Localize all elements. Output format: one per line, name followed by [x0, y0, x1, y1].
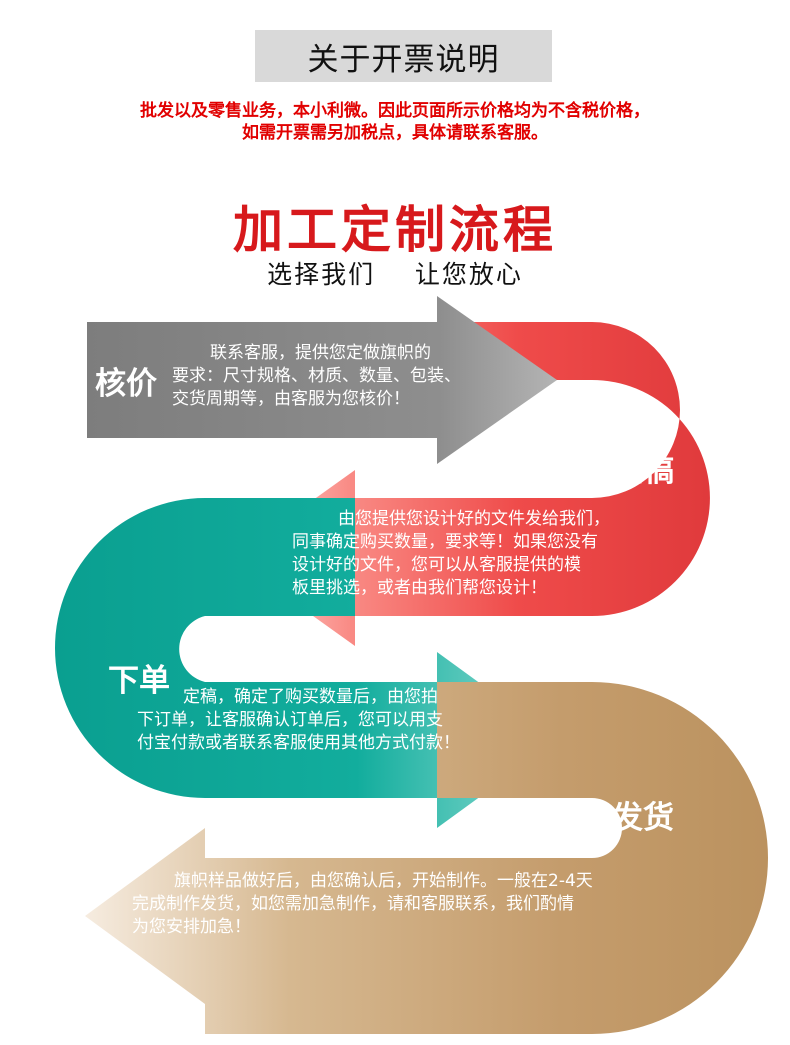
invoice-title: 关于开票说明 — [307, 41, 500, 78]
step-3-line: 下订单，让客服确认订单后，您可以用支 — [137, 710, 443, 730]
step-3-line: 定稿，确定了购买数量后，由您拍 — [183, 687, 438, 707]
step-1-arrow — [87, 296, 557, 464]
invoice-notice-line-1: 批发以及零售业务，本小利微。因此页面所示价格均为不含税价格， — [140, 101, 650, 121]
step-2-text: 由您提供您设计好的文件发给我们， 同事确定购买数量，要求等！如果您没有 设计好的… — [292, 508, 610, 600]
step-2-line: 设计好的文件，您可以从客服提供的模 — [292, 555, 581, 575]
step-4-line: 旗帜样品做好后，由您确认后，开始制作。一般在2-4天 — [174, 871, 593, 891]
step-4-line: 完成制作发货，如您需加急制作，请和客服联系，我们酌情 — [132, 894, 574, 914]
invoice-notice-line-2: 如需开票需另加税点，具体请联系客服。 — [242, 123, 548, 143]
step-1-text: 联系客服，提供您定做旗帜的 要求：尺寸规格、材质、数量、包装、 交货周期等，由客… — [172, 342, 461, 411]
step-1-line: 要求：尺寸规格、材质、数量、包装、 — [172, 366, 461, 386]
step-1-line: 交货周期等，由客服为您核价！ — [172, 389, 410, 409]
step-3-line: 付宝付款或者联系客服使用其他方式付款！ — [137, 733, 460, 753]
step-2-line: 板里挑选，或者由我们帮您设计！ — [292, 578, 547, 598]
process-slogan: 选择我们 让您放心 — [267, 260, 523, 289]
step-4-line: 为您安排加急！ — [132, 917, 251, 937]
step-4-band — [85, 682, 768, 1034]
step-2-title: 定稿 — [612, 453, 674, 489]
step-3-band — [55, 498, 558, 828]
step-4-text: 旗帜样品做好后，由您确认后，开始制作。一般在2-4天 完成制作发货，如您需加急制… — [132, 870, 593, 939]
step-1-title: 核价 — [95, 366, 157, 402]
step-1-line: 联系客服，提供您定做旗帜的 — [210, 343, 431, 363]
step-2-line: 由您提供您设计好的文件发给我们， — [338, 509, 610, 529]
process-title: 加工定制流程 — [233, 201, 557, 259]
invoice-title-box: 关于开票说明 — [255, 30, 552, 82]
step-3-title: 下单 — [108, 663, 170, 699]
step-4-title: 发货 — [612, 800, 674, 836]
step-3-text: 定稿，确定了购买数量后，由您拍 下订单，让客服确认订单后，您可以用支 付宝付款或… — [137, 686, 460, 755]
step-2-line: 同事确定购买数量，要求等！如果您没有 — [292, 532, 598, 552]
